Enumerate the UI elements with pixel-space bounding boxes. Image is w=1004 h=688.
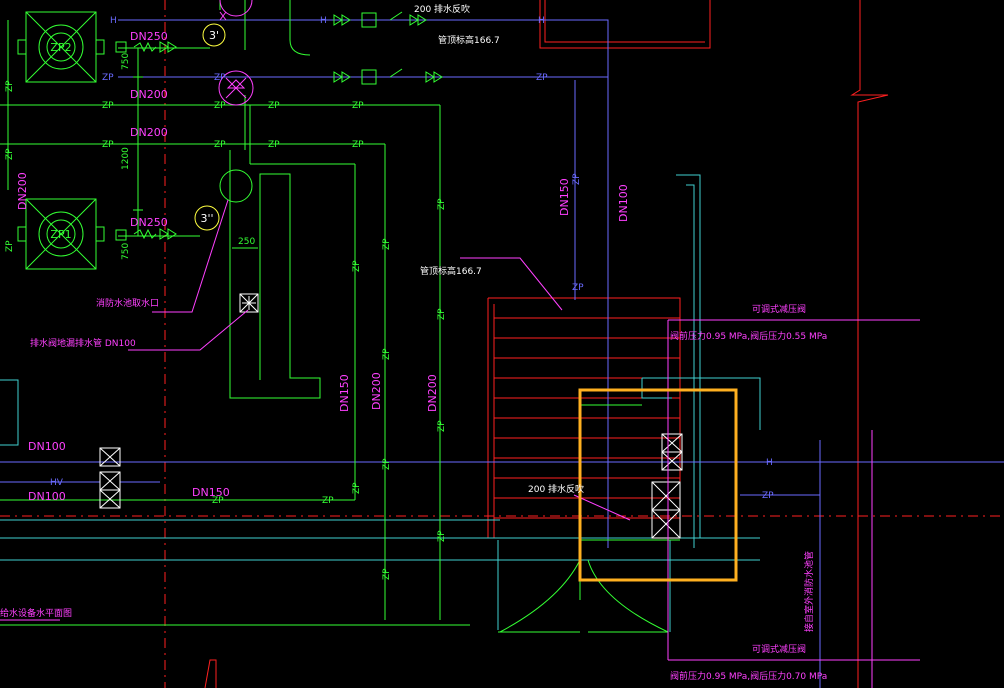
note-pressure-bottom: 阀前压力0.95 MPa,阀后压力0.70 MPa [670,670,827,682]
note-prv-bottom: 可调式减压阀 [752,643,806,655]
dn200-mid: DN200 [130,126,168,139]
annotation-notes: 200 排水反吹 管顶标高166.7 管顶标高166.7 消防水池取水口 排水阀… [0,3,827,682]
vtag-4: ZP [437,530,447,542]
pump-zp1-label: ZP1 [50,228,71,241]
tag-zp-m: ZP [214,101,226,111]
dn250-bottom: DN250 [130,216,168,229]
note-elev-mid: 管顶标高166.7 [420,265,482,277]
vtag-1: ZP [437,198,447,210]
pump-tags: 3' 3'' [194,23,226,231]
tag-zp-n: ZP [214,140,226,150]
tag-zp-f: ZP [268,140,280,150]
vtag-9: ZP [352,260,362,272]
dn250-top: DN250 [130,30,168,43]
vtag-14: ZP [5,240,15,252]
tag-zp-d: ZP [268,101,280,111]
note-right-vertical: 接自室外消防水池管 [803,551,815,632]
tag-zp-b: ZP [102,101,114,111]
vtag-2: ZP [437,308,447,320]
pump-tag-top: 3' [209,29,219,42]
note-valve-mid: 200 排水反吹 [528,483,584,495]
note-pressure-top: 阀前压力0.95 MPa,阀后压力0.55 MPa [670,330,827,342]
dn150-riser: DN150 [558,178,571,216]
tag-zp-c: ZP [102,140,114,150]
note-hydrant: 消防水池取水口 [96,297,159,309]
tag-h-1: H [110,16,117,26]
tag-zp-i: ZP [322,496,334,506]
dim-1200: 1200 [121,147,131,170]
vtag-12: ZP [5,80,15,92]
boundary-lines [0,174,761,632]
dn200-v1: DN200 [370,372,383,410]
vtag-5: ZP [382,238,392,250]
diameter-labels: DN250 DN200 DN200 DN250 DN200 DN150 DN10… [16,30,630,503]
dimension-lines [133,47,258,249]
tag-zp-top: ZP [102,73,114,83]
green-pipes [0,0,680,626]
pipe-tags: ZP ZP ZP ZP ZP ZP ZP ZP ZP ZP ZP ZP ZP Z… [50,16,774,506]
vertical-pipe-tags: ZP ZP ZP ZP ZP ZP ZP ZP ZP ZP ZP ZP ZP Z… [5,80,582,580]
dn150-v: DN150 [338,374,351,412]
tag-zp-j: ZP [212,496,224,506]
leader-lines [0,11,920,688]
dn200-side: DN200 [16,172,29,210]
dn100-a: DN100 [28,440,66,453]
tag-zp-h: ZP [536,73,548,83]
pump-discharge-valves [115,41,177,241]
tag-zp-e: ZP [352,101,364,111]
vtag-8: ZP [382,568,392,580]
dn100-b: DN100 [28,490,66,503]
doors [498,559,669,633]
tag-zp-k: ZP [762,491,774,501]
dn100-riser: DN100 [617,184,630,222]
valve-boxes [99,293,683,539]
pump-zp2-label: ZP2 [50,41,71,54]
vtag-3: ZP [437,420,447,432]
note-left-bottom: 给水设备水平面图 [0,607,72,619]
top-valve-train [333,11,443,85]
vtag-13: ZP [5,148,15,160]
dn150-h: DN150 [192,486,230,499]
tag-h-3: H [538,16,545,26]
note-valve-top: 200 排水反吹 [414,3,470,15]
vtag-11: ZP [572,173,582,185]
pump-tag-bottom: 3'' [200,212,213,225]
risers [218,0,254,203]
note-prv-top: 可调式减压阀 [752,303,806,315]
dn200-top: DN200 [130,88,168,101]
note-drain: 排水阀地漏排水管 DN100 [30,337,136,349]
vtag-6: ZP [382,348,392,360]
note-elev-top: 管顶标高166.7 [438,34,500,46]
dim-750-top: 750 [121,53,131,70]
vtag-10: ZP [352,482,362,494]
tag-zp-riser: ZP [572,283,584,293]
tag-h-2: H [320,16,327,26]
blue-pipes [0,19,1004,688]
selection-highlight [578,388,738,582]
tag-zp-l: ZP [214,73,226,83]
tag-hv: HV [50,478,64,488]
dim-250: 250 [238,237,255,247]
walls [204,0,889,688]
pump-zp2: ZP2 [17,11,105,83]
vtag-7: ZP [382,458,392,470]
dn200-v2: DN200 [426,374,439,412]
dimension-texts: 750 1200 750 250 [121,53,255,260]
dim-750-bottom: 750 [121,243,131,260]
tag-h-4: H [766,458,773,468]
tag-zp-g: ZP [352,140,364,150]
pump-zp1: ZP1 [17,198,105,270]
